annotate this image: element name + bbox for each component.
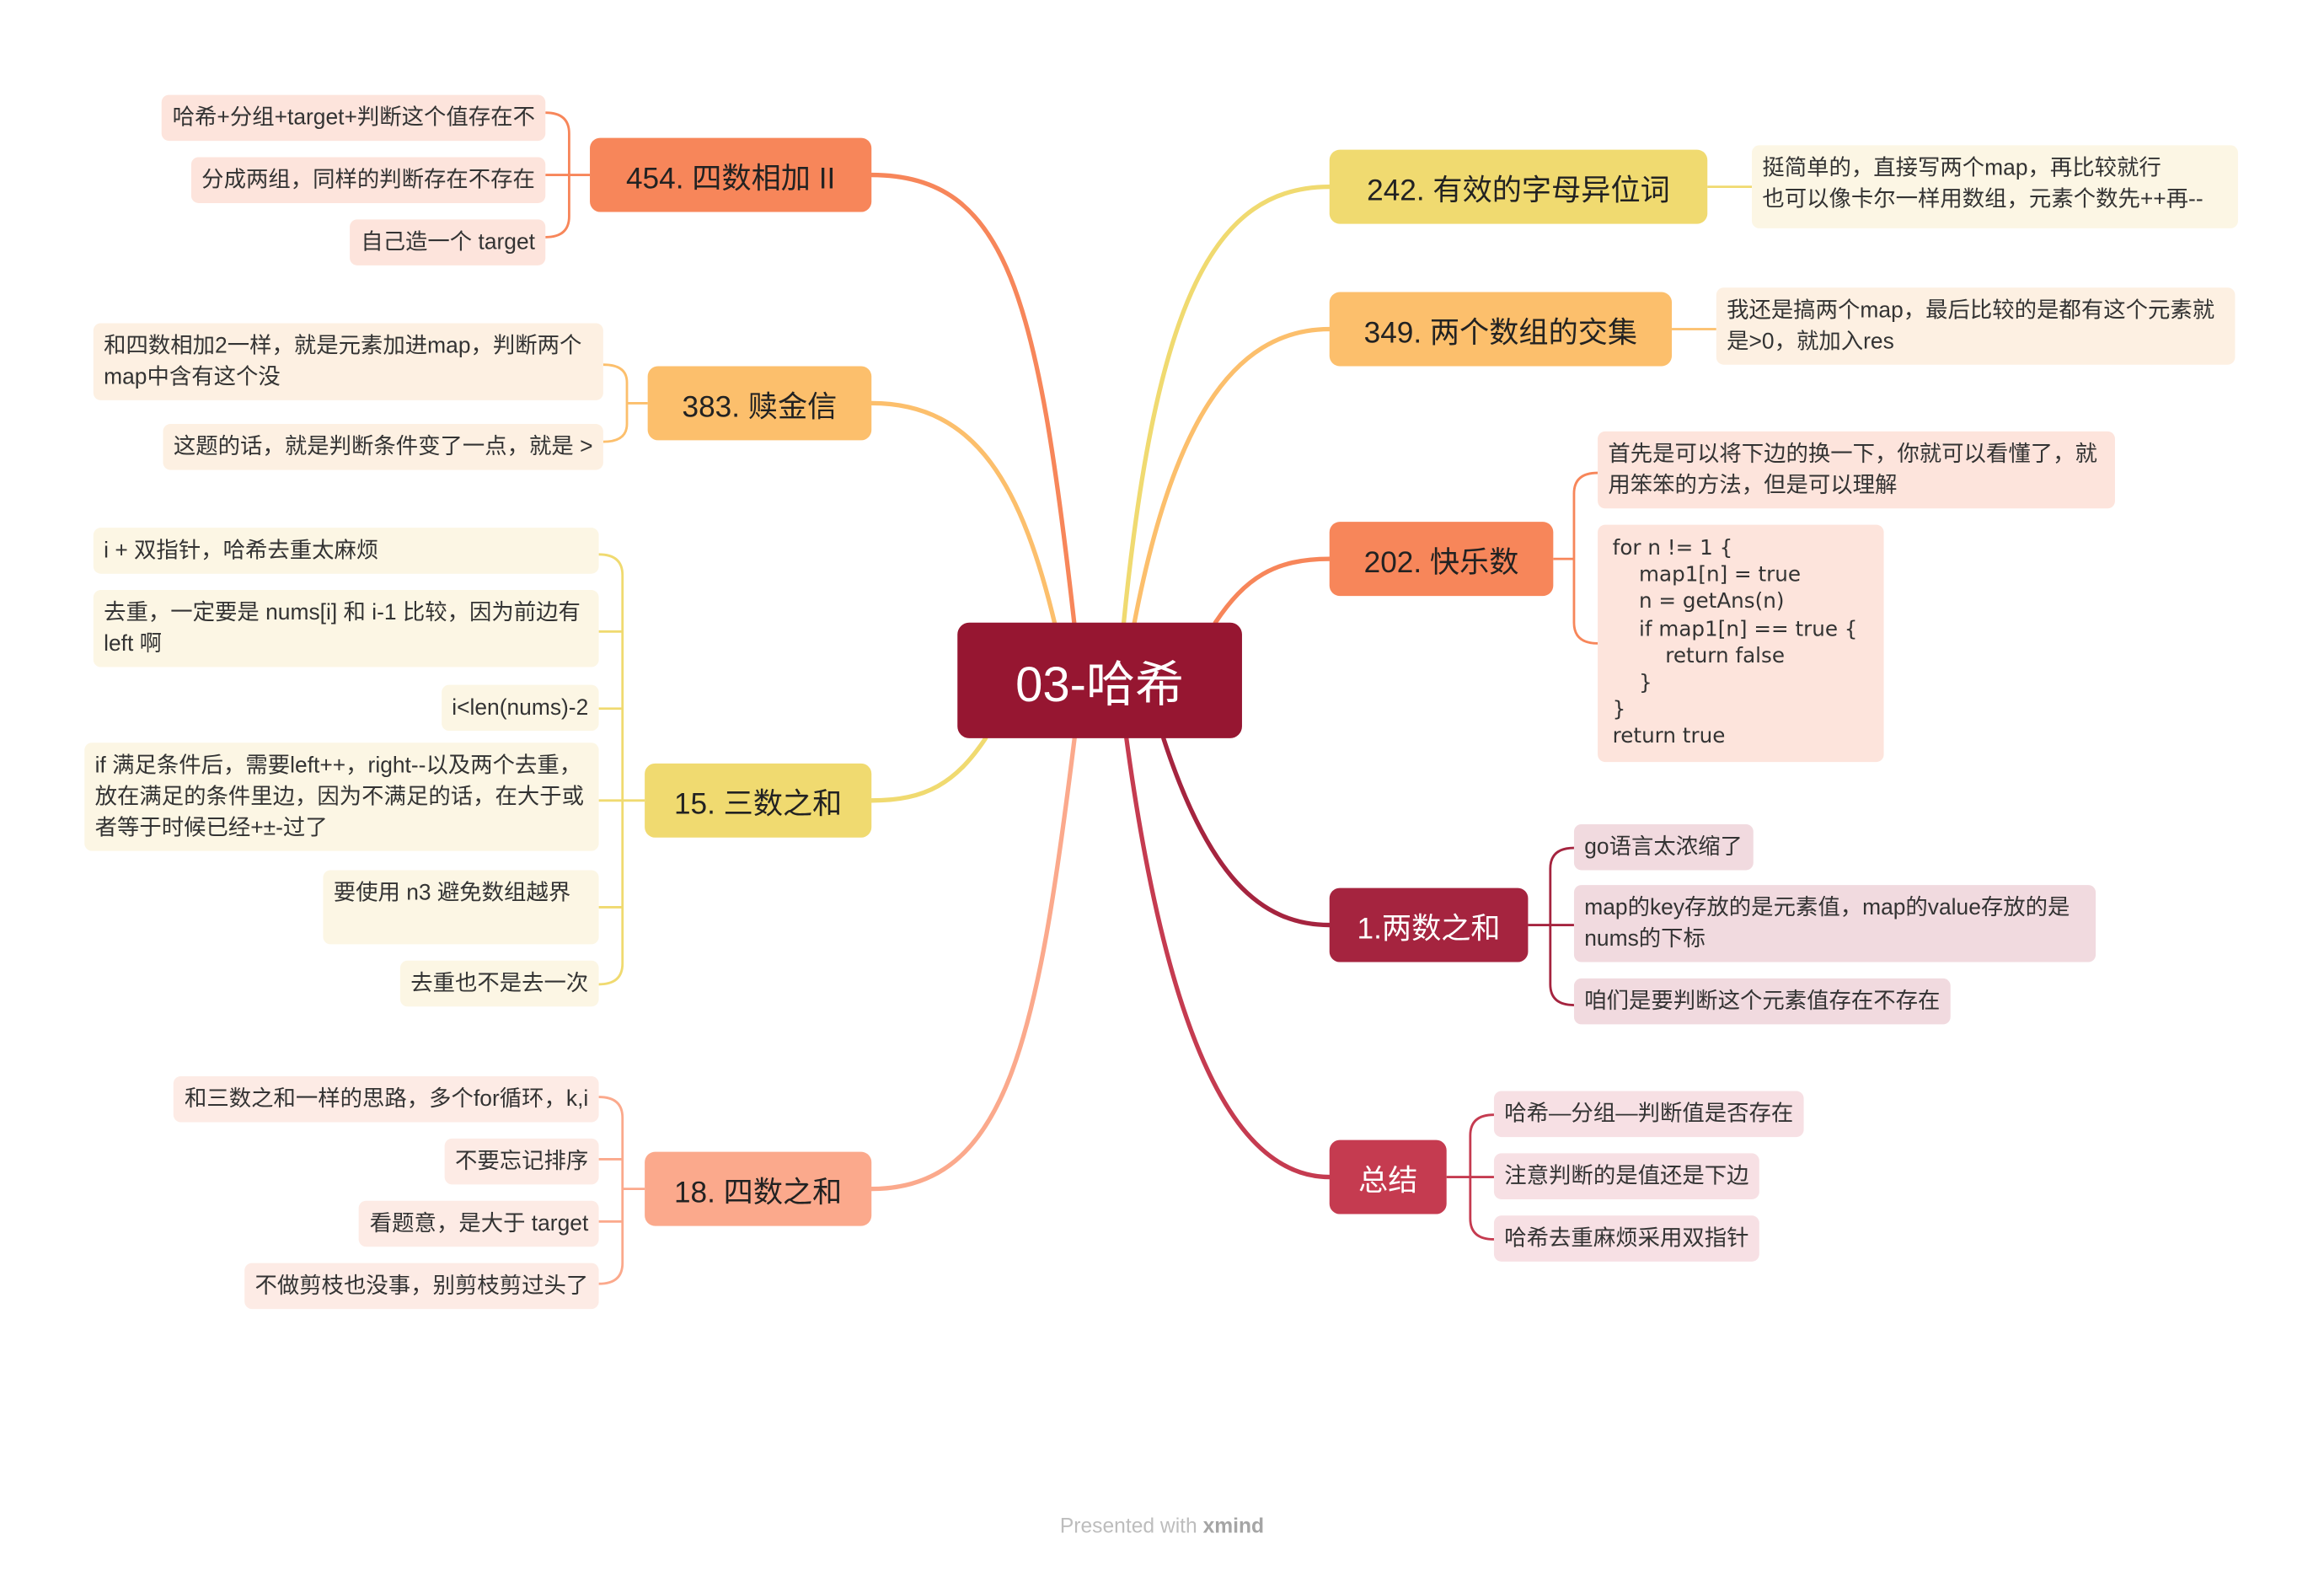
- note-summary-2[interactable]: 注意判断的是值还是下边: [1493, 1153, 1759, 1199]
- note-454-2[interactable]: 分成两组，同样的判断存在不存在: [190, 157, 546, 203]
- note-15-6[interactable]: 去重也不是去一次: [399, 960, 599, 1007]
- brackets-sum: [1446, 1113, 1494, 1241]
- branch-summary[interactable]: 总结: [1329, 1139, 1447, 1214]
- note-15-1[interactable]: i + 双指针，哈希去重太麻烦: [93, 528, 599, 574]
- note-18-4[interactable]: 不做剪枝也没事，别剪枝剪过头了: [244, 1263, 599, 1310]
- link-454: [869, 172, 1077, 628]
- note-15-4[interactable]: if 满足条件后，需要left++，right--以及两个去重，放在满足的条件里…: [84, 743, 599, 851]
- brackets-383: [602, 363, 648, 443]
- branch-202[interactable]: 202. 快乐数: [1329, 522, 1554, 597]
- brackets-18: [598, 1096, 645, 1285]
- note-1-3[interactable]: 咱们是要判断这个元素值存在不存在: [1573, 978, 1951, 1025]
- note-383-2[interactable]: 这题的话，就是判断条件变了一点，就是 >: [163, 424, 603, 470]
- branch-454[interactable]: 454. 四数相加 II: [590, 137, 872, 212]
- branch-1[interactable]: 1.两数之和: [1329, 887, 1529, 962]
- brackets-202: [1553, 471, 1598, 645]
- code-202[interactable]: for n != 1 { map1[n] = true n = getAns(n…: [1598, 524, 1884, 763]
- branch-349[interactable]: 349. 两个数组的交集: [1329, 292, 1673, 367]
- note-18-1[interactable]: 和三数之和一样的思路，多个for循环，k,i: [174, 1075, 599, 1123]
- branch-15[interactable]: 15. 三数之和: [645, 763, 872, 838]
- link-sum: [1124, 736, 1332, 1180]
- link-349: [1131, 326, 1332, 628]
- central-topic[interactable]: 03-哈希: [957, 622, 1242, 738]
- note-1-1[interactable]: go语言太浓缩了: [1573, 823, 1754, 871]
- note-15-3[interactable]: i<len(nums)-2: [441, 684, 599, 732]
- note-summary-3[interactable]: 哈希去重麻烦采用双指针: [1493, 1215, 1759, 1262]
- link-383: [869, 400, 1058, 628]
- note-454-1[interactable]: 哈希+分组+target+判断这个值存在不: [162, 94, 546, 142]
- brackets-15: [598, 553, 645, 986]
- link-18: [869, 736, 1077, 1192]
- footer-credit: Presented with xmind: [0, 1514, 2324, 1537]
- link-1: [1161, 736, 1332, 928]
- xmind-logo[interactable]: xmind: [1202, 1513, 1265, 1537]
- brackets-454: [545, 111, 591, 239]
- note-242-1[interactable]: 挺简单的，直接写两个map，再比较就行 也可以像卡尔一样用数组，元素个数先++再…: [1752, 145, 2238, 228]
- note-18-3[interactable]: 看题意，是大于 target: [359, 1200, 599, 1247]
- note-383-1[interactable]: 和四数相加2一样，就是元素加进map，判断两个map中含有这个没: [93, 323, 603, 400]
- note-15-2[interactable]: 去重，一定要是 nums[i] 和 i-1 比较，因为前边有 left 啊: [93, 590, 599, 668]
- note-summary-1[interactable]: 哈希—分组—判断值是否存在: [1493, 1091, 1804, 1138]
- brackets-1: [1528, 846, 1574, 1006]
- branch-383[interactable]: 383. 赎金信: [647, 366, 872, 441]
- note-18-2[interactable]: 不要忘记排序: [444, 1138, 599, 1185]
- branch-242[interactable]: 242. 有效的字母异位词: [1329, 149, 1708, 224]
- footer-prefix: Presented with: [1059, 1513, 1197, 1537]
- link-202: [1213, 556, 1332, 625]
- link-15: [869, 736, 988, 803]
- note-202-1[interactable]: 首先是可以将下边的换一下，你就可以看懂了，就用笨笨的方法，但是可以理解: [1598, 431, 2115, 509]
- note-454-3[interactable]: 自己造一个 target: [350, 219, 546, 265]
- note-1-2[interactable]: map的key存放的是元素值，map的value存放的是nums的下标: [1573, 885, 2096, 962]
- note-349-1[interactable]: 我还是搞两个map，最后比较的是都有这个元素就是>0，就加入res: [1716, 287, 2236, 365]
- note-15-5[interactable]: 要使用 n3 避免数组越界: [323, 870, 599, 945]
- link-242: [1121, 184, 1332, 628]
- branch-18[interactable]: 18. 四数之和: [645, 1151, 872, 1226]
